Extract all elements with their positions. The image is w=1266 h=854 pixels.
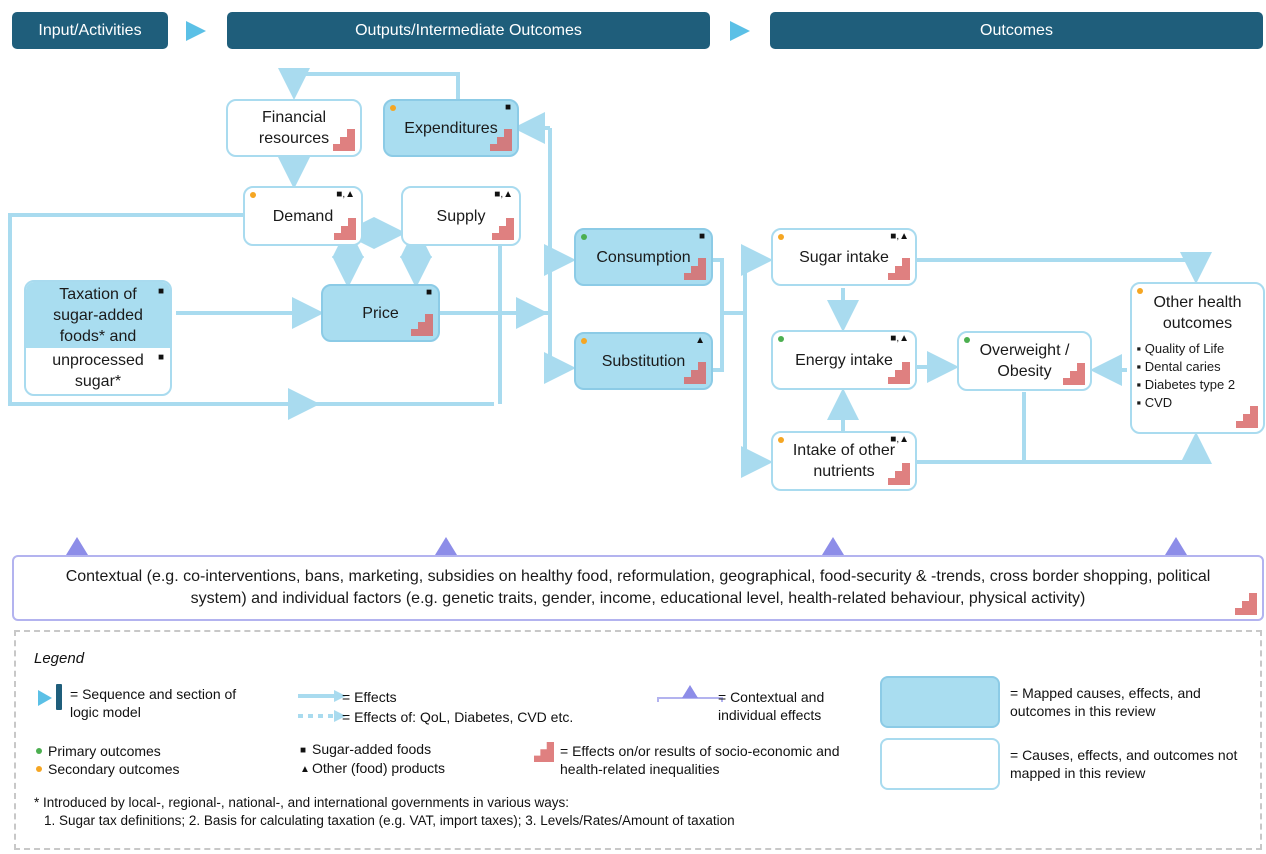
list-item: ▪ Dental caries (1136, 359, 1221, 374)
sugar-added-marker: ■ (157, 286, 164, 297)
footnote-line-2: 1. Sugar tax definitions; 2. Basis for c… (44, 813, 735, 828)
inequality-icon (334, 218, 356, 240)
node-price: ■ Price (321, 284, 440, 342)
node-supply: ■,▲ Supply (401, 186, 521, 246)
legend-sugar-added-label: Sugar-added foods (312, 741, 432, 757)
legend-mapped-label: = Mapped causes, effects, and outcomes i… (1010, 685, 1201, 719)
node-intake-other-nutrients: ■,▲ Intake of other nutrients (771, 431, 917, 491)
inequality-icon (888, 463, 910, 485)
secondary-outcome-dot (250, 192, 256, 198)
legend-inequality-icon (534, 742, 554, 762)
sugar-added-marker: ■ (698, 231, 705, 242)
legend-contextual-icon (657, 685, 723, 702)
secondary-outcome-dot (1137, 288, 1143, 294)
node-demand: ■,▲ Demand (243, 186, 363, 246)
product-markers: ■,▲ (890, 333, 909, 344)
node-sugar-intake: ■,▲ Sugar intake (771, 228, 917, 286)
node-energy-intake: ■,▲ Energy intake (771, 330, 917, 390)
list-item: ▪ CVD (1136, 395, 1173, 410)
legend-dashed-arrow-icon (298, 710, 346, 722)
inequality-icon (888, 258, 910, 280)
context-triangle-icon (1165, 537, 1187, 555)
legend-inequality-label: = Effects on/or results of socio-economi… (560, 743, 840, 777)
legend-contextual-label: = Contextual and individual effects (718, 689, 825, 723)
taxation-unmapped-part: unprocessed sugar* ■ (52, 352, 164, 390)
context-triangle-icon (435, 537, 457, 555)
inequality-icon (411, 314, 433, 336)
other-health-list: ▪ Quality of Life ▪ Dental caries ▪ Diab… (1137, 340, 1259, 412)
inequality-icon (492, 218, 514, 240)
sugar-added-marker: ■ (504, 102, 511, 113)
secondary-outcome-dot (778, 437, 784, 443)
legend: Legend = Sequence and section of logic m… (14, 630, 1262, 850)
product-markers: ■,▲ (890, 434, 909, 445)
legend-not-mapped-label: = Causes, effects, and outcomes not mapp… (1010, 747, 1238, 781)
sugar-added-marker: ■ (157, 352, 164, 363)
header-outcomes: Outcomes (770, 12, 1263, 49)
node-expenditures: ■ Expenditures (383, 99, 519, 157)
legend-triangle-marker-icon: ▲ (300, 764, 310, 775)
legend-sequence-arrow-icon (38, 690, 52, 706)
primary-outcome-dot (778, 336, 784, 342)
legend-secondary-dot (36, 766, 42, 772)
legend-effects-arrow-icon (298, 690, 346, 702)
node-taxation: Taxation of sugar-added foods* and ■ unp… (24, 280, 172, 396)
footnote-line-1: * Introduced by local-, regional-, natio… (34, 795, 570, 810)
contextual-factors-box: Contextual (e.g. co-interventions, bans,… (12, 555, 1264, 621)
inequality-icon (888, 362, 910, 384)
header-input-activities: Input/Activities (12, 12, 168, 49)
inequality-icon (490, 129, 512, 151)
node-financial-resources: Financial resources (226, 99, 362, 157)
node-other-health-outcomes: Other health outcomes ▪ Quality of Life … (1130, 282, 1265, 434)
product-markers: ■,▲ (494, 189, 513, 200)
legend-title: Legend (34, 650, 85, 667)
other-products-marker: ▲ (695, 335, 705, 346)
legend-effects-label: = Effects (342, 689, 397, 705)
secondary-outcome-dot (390, 105, 396, 111)
inequality-icon (1235, 593, 1257, 615)
primary-outcome-dot (581, 234, 587, 240)
product-markers: ■,▲ (890, 231, 909, 242)
sugar-added-marker: ■ (425, 287, 432, 298)
node-consumption: ■ Consumption (574, 228, 713, 286)
inequality-icon (684, 258, 706, 280)
inequality-icon (684, 362, 706, 384)
legend-other-products-label: Other (food) products (312, 760, 446, 776)
legend-primary-label: Primary outcomes (48, 743, 161, 759)
context-triangle-icon (66, 537, 88, 555)
sequence-arrow-icon (730, 21, 750, 41)
secondary-outcome-dot (581, 338, 587, 344)
legend-primary-dot (36, 748, 42, 754)
legend-square-marker-icon: ■ (300, 745, 307, 756)
legend-secondary-label: Secondary outcomes (48, 761, 180, 777)
inequality-icon (1236, 406, 1258, 428)
taxation-mapped-part: Taxation of sugar-added foods* and ■ (26, 282, 170, 348)
legend-sequence-label: = Sequence and section of logic model (70, 686, 237, 720)
legend-effects-of-label: = Effects of: QoL, Diabetes, CVD etc. (342, 709, 574, 725)
legend-not-mapped-swatch (880, 738, 1000, 790)
list-item: ▪ Diabetes type 2 (1136, 377, 1236, 392)
header-outputs-intermediate: Outputs/Intermediate Outcomes (227, 12, 710, 49)
connector-arrows (8, 68, 1212, 478)
product-markers: ■,▲ (336, 189, 355, 200)
inequality-icon (1063, 363, 1085, 385)
list-item: ▪ Quality of Life (1136, 341, 1225, 356)
context-triangle-icon (822, 537, 844, 555)
legend-mapped-swatch (880, 676, 1000, 728)
legend-section-bar-icon (56, 684, 62, 710)
primary-outcome-dot (964, 337, 970, 343)
node-overweight-obesity: Overweight / Obesity (957, 331, 1092, 391)
inequality-icon (333, 129, 355, 151)
secondary-outcome-dot (778, 234, 784, 240)
node-substitution: ▲ Substitution (574, 332, 713, 390)
sequence-arrow-icon (186, 21, 206, 41)
